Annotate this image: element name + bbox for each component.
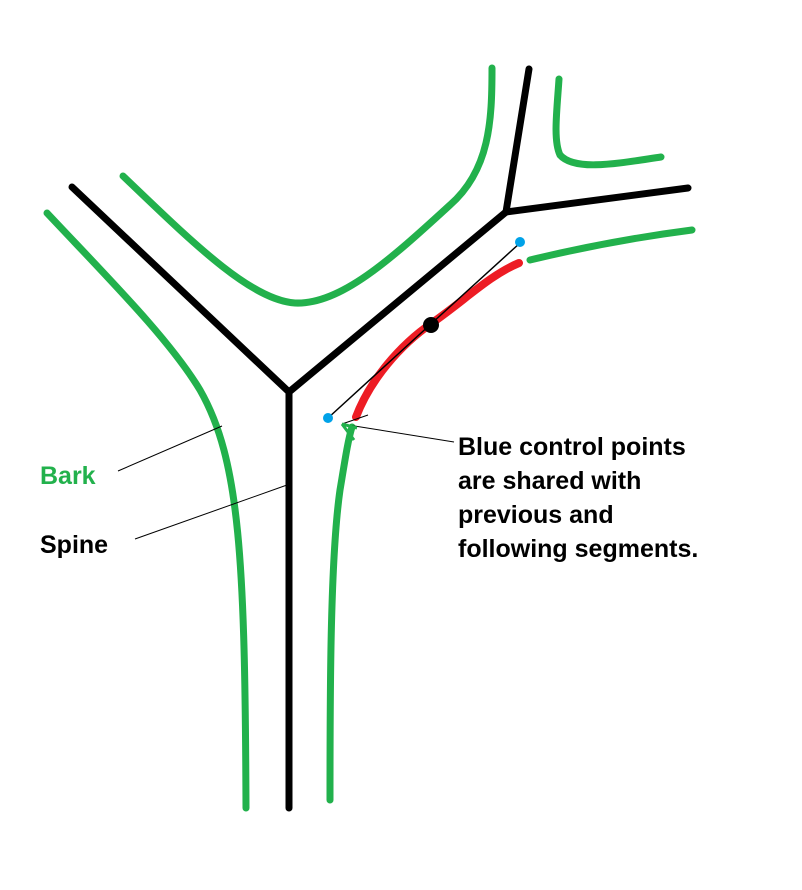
spine-right-branch: [285, 208, 510, 396]
bark-leader-line: [117, 425, 223, 472]
spine-label: Spine: [40, 531, 108, 559]
spine-far-right-branch: [502, 184, 692, 216]
note-line-4: following segments.: [458, 535, 698, 563]
control-point-end[interactable]: [515, 237, 525, 247]
spine-left-branch: [68, 183, 293, 396]
bark-crotch-left: [119, 64, 496, 307]
bark: [43, 64, 696, 812]
note-line-1: Blue control points: [458, 433, 686, 461]
leader-lines: [117, 414, 455, 540]
control-point-start[interactable]: [323, 413, 333, 423]
spine: [68, 65, 692, 812]
note-line-3: previous and: [458, 501, 614, 529]
bark-far-right: [526, 226, 696, 264]
bark-crotch-upper-right: [552, 75, 665, 169]
note-leader-line-tick: [341, 414, 369, 425]
bark-label: Bark: [40, 462, 96, 490]
note-line-2: are shared with: [458, 467, 641, 495]
spine-leader-line: [134, 484, 288, 540]
bark-outer-left: [43, 209, 250, 812]
spine-upper-branch: [502, 65, 533, 216]
segment-midpoint[interactable]: [423, 317, 439, 333]
note-leader-line: [341, 423, 455, 443]
arrow-head-icon: [340, 422, 358, 441]
bark-right: [326, 423, 356, 804]
